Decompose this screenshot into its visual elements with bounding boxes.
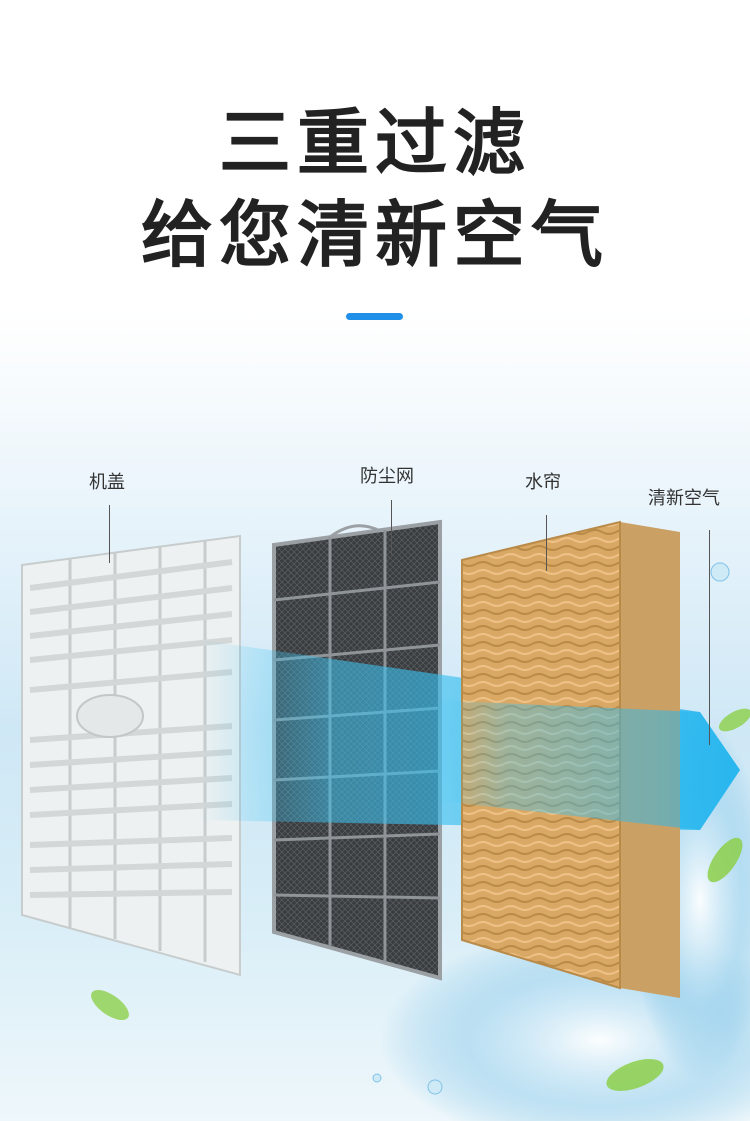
headline-line-2: 给您清新空气: [140, 193, 609, 277]
leaf-icon: [707, 837, 743, 883]
label-fresh-air: 清新空气: [648, 488, 720, 509]
headline-line-1: 三重过滤: [218, 101, 531, 185]
leader-fresh-air: [709, 530, 710, 745]
leader-cover: [109, 505, 110, 563]
leader-dust-net: [391, 500, 392, 555]
label-water-curtain: 水帘: [525, 472, 561, 493]
cover-panel: [21, 534, 241, 977]
leaf-icon: [718, 708, 750, 732]
label-dust-net: 防尘网: [360, 466, 414, 487]
accent-bar: [346, 313, 403, 320]
leaf-icon: [606, 1059, 664, 1091]
leader-water-curtain: [546, 515, 547, 571]
leaf-icon: [91, 989, 129, 1021]
label-cover: 机盖: [89, 472, 125, 493]
